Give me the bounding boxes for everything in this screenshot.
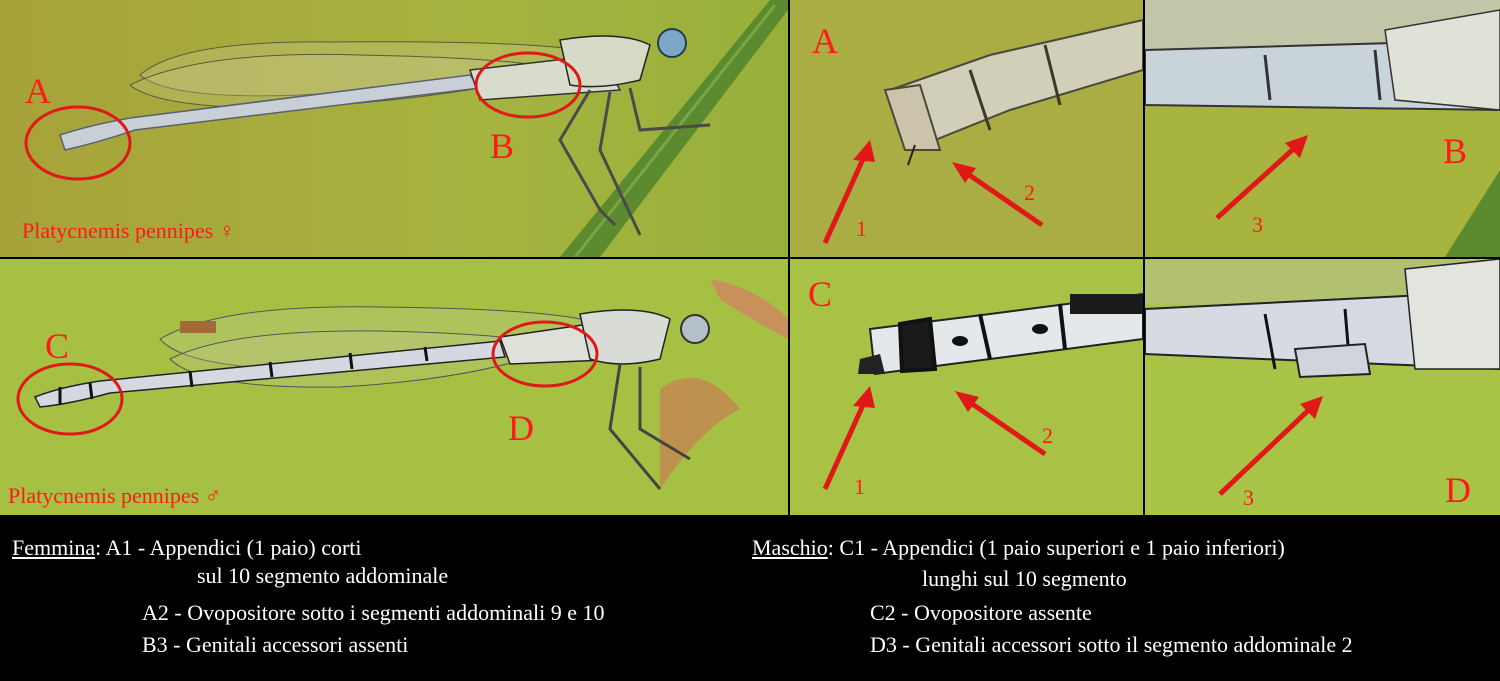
zoom-panel-a: A 1 2 (790, 0, 1143, 257)
zoom-panel-b: B 3 (1145, 0, 1500, 257)
species-label-male: Platycnemis pennipes ♂ (8, 483, 222, 508)
zoom-a-arrow-1-label: 1 (856, 216, 867, 241)
label-c: C (45, 326, 70, 366)
male-c1-continuation: lunghi sul 10 segmento (922, 566, 1127, 591)
female-a2: A2 - Ovopositore sotto i segmenti addomi… (142, 600, 605, 625)
female-heading: Femmina (12, 535, 96, 560)
female-a1: A1 - Appendici (1 paio) corti (105, 535, 362, 560)
zoom-d-arrow-3-label: 3 (1243, 485, 1254, 510)
label-a: A (25, 71, 51, 111)
female-a1-continuation: sul 10 segmento addominale (197, 563, 449, 588)
male-damselfly-illustration (0, 259, 788, 515)
male-c1: C1 - Appendici (1 paio superiori e 1 pai… (839, 535, 1285, 560)
zoom-d-illustration (1145, 259, 1500, 515)
zoom-b-illustration (1145, 0, 1500, 257)
legend-caption: Femmina: A1 - Appendici (1 paio) corti s… (0, 515, 1500, 681)
zoom-b-letter: B (1443, 131, 1468, 171)
male-c2: C2 - Ovopositore assente (870, 600, 1092, 625)
female-damselfly-illustration (0, 0, 788, 257)
zoom-c-letter: C (808, 274, 833, 314)
male-photo-panel: C D Platycnemis pennipes ♂ (0, 259, 788, 515)
zoom-a-letter: A (812, 21, 838, 61)
label-b: B (490, 126, 515, 166)
male-d3: D3 - Genitali accessori sotto il segment… (870, 632, 1353, 657)
zoom-c-arrow-2-label: 2 (1042, 423, 1053, 448)
zoom-b-arrow-3-label: 3 (1252, 212, 1263, 237)
zoom-c-arrow-1-label: 1 (854, 474, 865, 499)
male-legend-line-1: Maschio: C1 - Appendici (1 paio superior… (752, 535, 1285, 561)
male-heading: Maschio (752, 535, 828, 560)
female-legend-line-1: Femmina: A1 - Appendici (1 paio) corti (12, 535, 362, 561)
label-d: D (508, 408, 534, 448)
female-photo-panel: A B Platycnemis pennipes ♀ (0, 0, 788, 257)
zoom-panel-c: C 1 2 (790, 259, 1143, 515)
species-label-female: Platycnemis pennipes ♀ (22, 218, 236, 243)
male-heading-sep: : (827, 535, 834, 560)
female-heading-sep: : (95, 535, 102, 560)
zoom-c-illustration (790, 259, 1143, 515)
zoom-d-letter: D (1445, 470, 1471, 510)
zoom-panel-d: D 3 (1145, 259, 1500, 515)
zoom-a-arrow-2-label: 2 (1024, 180, 1035, 205)
female-b3: B3 - Genitali accessori assenti (142, 632, 409, 657)
zoom-a-illustration (790, 0, 1143, 257)
